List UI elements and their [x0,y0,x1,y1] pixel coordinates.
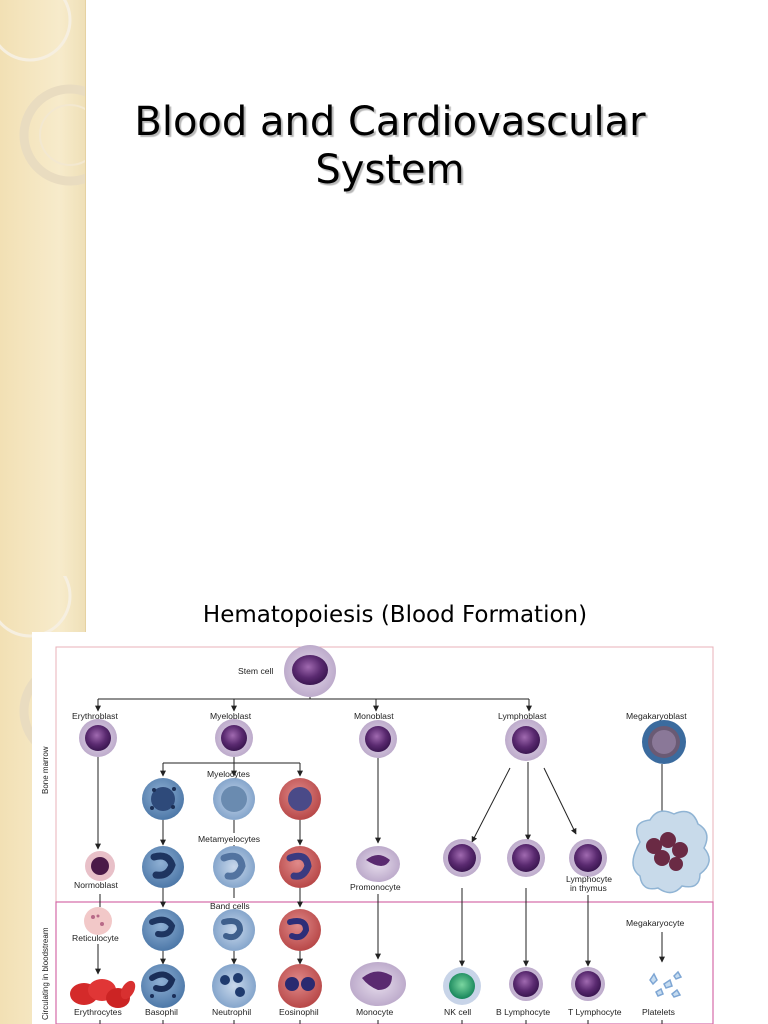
lymphocyte-in-thymus-label-1: Lymphocyte [566,874,612,884]
myeloblast-label: Myeloblast [210,711,252,721]
lymphocyte-in-thymus-label-2: in thymus [570,883,607,893]
eosinophil-metamyelocyte [279,846,321,888]
promonocyte-cell [356,846,400,882]
erythrocytes-label: Erythrocytes [74,1007,122,1017]
hematopoiesis-diagram: Bone marrow Circulating in bloodstream S… [32,632,768,1024]
bone-marrow-label: Bone marrow [41,746,50,794]
neutrophil-myelocyte [213,778,255,820]
monocyte-label: Monocyte [356,1007,393,1017]
neutrophil-cell [212,964,256,1008]
metamyelocytes-label: Metamyelocytes [198,834,260,844]
erythrocytes-cells [70,979,136,1008]
b-lymphocyte-label: B Lymphocyte [496,1007,550,1017]
eosinophil-myelocyte [279,778,321,820]
slide-1: Blood and Cardiovascular System [0,0,690,576]
eosinophil-label: Eosinophil [279,1007,319,1017]
myeloblast-cell [215,719,253,757]
circulating-frame [55,901,714,1024]
reticulocyte-label: Reticulocyte [72,933,119,943]
lymphocyte-1 [443,839,481,877]
erythroblast-cell [79,719,117,757]
eosinophil-band [279,909,321,951]
t-lymphocyte-cell [571,967,605,1001]
lymphoblast-cell [505,719,547,761]
reticulocyte-cell [84,907,112,935]
eosinophil-cell [278,964,322,1008]
monoblast-cell [359,720,397,758]
t-lymphocyte-label: T Lymphocyte [568,1007,622,1017]
basophil-cell [141,964,185,1008]
slide-title: Blood and Cardiovascular System [90,98,690,194]
megakaryoblast-label: Megakaryoblast [626,711,687,721]
basophil-band [142,909,184,951]
b-lymphocyte-cell [509,967,543,1001]
monoblast-label: Monoblast [354,711,394,721]
normoblast-label: Normoblast [74,880,119,890]
stem-cell-label: Stem cell [238,666,273,676]
band-cells-label: Band cells [210,901,250,911]
promonocyte-label: Promonocyte [350,882,401,892]
decorative-circles [0,0,85,186]
title-line-1: Blood and Cardiovascular [134,99,646,145]
neutrophil-label: Neutrophil [212,1007,251,1017]
slide-2-title: Hematopoiesis (Blood Formation) [202,602,588,628]
nk-cell-label: NK cell [444,1007,471,1017]
platelets-label: Platelets [642,1007,675,1017]
megakaryoblast-cell [642,720,686,764]
erythroblast-label: Erythroblast [72,711,118,721]
megakaryocyte-cell [632,810,710,894]
platelets-cells [649,970,683,998]
megakaryocyte-label: Megakaryocyte [626,918,684,928]
myelocytes-label: Myelocytes [207,769,250,779]
neutrophil-metamyelocyte [213,846,255,888]
basophil-label: Basophil [145,1007,178,1017]
neutrophil-band [213,909,255,951]
decorative-sidebar [0,0,86,576]
lymphoblast-label: Lymphoblast [498,711,547,721]
basophil-myelocyte [142,778,184,820]
lymphocyte-in-thymus [569,839,607,877]
normoblast-cell [85,851,115,881]
basophil-metamyelocyte [142,846,184,888]
title-line-2: System [315,147,465,193]
circulating-label: Circulating in bloodstream [41,927,50,1020]
lymphocyte-2 [507,839,545,877]
monocyte-cell [350,962,406,1006]
nk-cell [443,967,481,1005]
